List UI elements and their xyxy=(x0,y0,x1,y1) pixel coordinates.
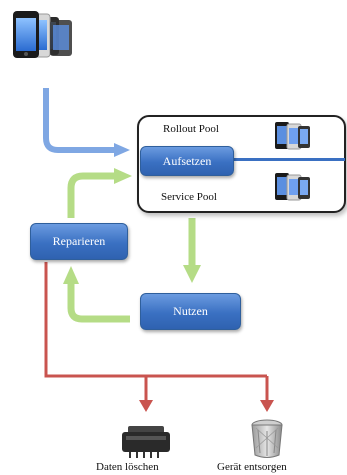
blue-arrow xyxy=(43,88,130,157)
reparieren-button[interactable]: Reparieren xyxy=(30,223,128,260)
green-arrow-back xyxy=(63,266,130,323)
nutzen-button[interactable]: Nutzen xyxy=(140,293,241,330)
shredder-icon xyxy=(122,426,170,458)
service-devices-icon xyxy=(263,171,321,202)
aufsetzen-button[interactable]: Aufsetzen xyxy=(140,146,234,176)
green-arrow-down xyxy=(183,218,201,283)
green-arrow-up xyxy=(67,168,132,218)
red-arrows xyxy=(44,262,274,412)
geraet-entsorgen-label: Gerät entsorgen xyxy=(217,461,287,473)
aufsetzen-connector-line xyxy=(232,158,345,161)
rollout-devices-icon xyxy=(263,120,321,151)
rollout-pool-label: Rollout Pool xyxy=(163,123,219,135)
daten-loeschen-label: Daten löschen xyxy=(96,461,159,473)
smartphones-icon xyxy=(13,11,72,58)
service-pool-label: Service Pool xyxy=(161,191,217,203)
trash-bin-icon xyxy=(251,419,283,458)
